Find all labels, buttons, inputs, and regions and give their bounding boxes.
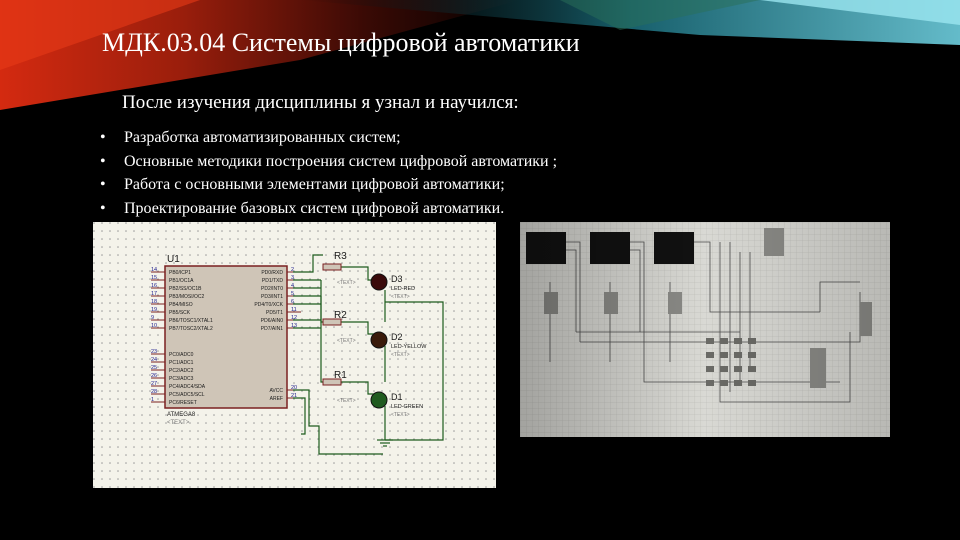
chip-pin-name: PC5/ADC5/SCL [169, 392, 205, 398]
chip-pin-number: 11 [291, 307, 297, 313]
chip-pin-number: 16 [151, 283, 157, 289]
chip-pin-number: 23 [151, 349, 157, 355]
decorative-banner [0, 0, 960, 110]
led-d2 [370, 331, 388, 349]
chip-pin-name: PD3/INT1 [261, 294, 283, 300]
led-d1 [370, 391, 388, 409]
chip-part: ATMEGA8 [167, 412, 196, 418]
chip-pin-name: PD7/AIN1 [261, 326, 283, 332]
chip-pin-name: PD2/INT0 [261, 286, 283, 292]
led-d1-ref: D1 [391, 392, 403, 402]
chip-pin-name: PB5/SCK [169, 310, 191, 316]
chip-pin-name: PC2/ADC2 [169, 368, 194, 374]
bullet-text: Разработка автоматизированных систем; [124, 129, 401, 146]
chip-pin-number: 18 [151, 299, 157, 305]
chip-pin-name: PD5/T1 [266, 310, 283, 316]
bullet-item: • Работа с основными элементами цифровой … [100, 173, 557, 197]
bullet-glyph: • [100, 129, 106, 146]
bullet-text: Проектирование базовых систем цифровой а… [124, 199, 505, 217]
resistor-r2 [322, 318, 342, 326]
chip-pin-number: 25 [151, 365, 157, 371]
chip-pin-name: PB4/MISO [169, 302, 193, 308]
chip-pin-name: PD6/AIN0 [261, 318, 283, 324]
chip-pin-name: PD1/TXD [262, 278, 284, 284]
chip-pin-number: 15 [151, 275, 157, 281]
chip-pin-name: PB2/SS/OC1B [169, 286, 202, 292]
chip-pin-name: PB7/TOSC2/XTAL2 [169, 326, 213, 332]
resistor-r1-ref: R1 [334, 370, 347, 381]
chip-pin-name: PC0/ADC0 [169, 352, 194, 358]
chip-pin-number: 19 [151, 307, 157, 313]
led-d2-ref: D2 [391, 332, 403, 342]
resistor-r1 [322, 378, 342, 386]
led-d2-text: <TEXT> [391, 352, 410, 358]
chip-pin-number: 12 [291, 315, 297, 321]
chip-pin-number: 13 [291, 323, 297, 329]
chip-pin-name: AVCC [269, 388, 283, 394]
ground-icon [377, 439, 393, 447]
bullet-list: • Разработка автоматизированных систем; •… [100, 126, 557, 220]
led-d3-text: <TEXT> [391, 294, 410, 300]
resistor-r2-value: <TEXT> [337, 338, 356, 344]
chip-pin-number: 17 [151, 291, 157, 297]
bullet-glyph: • [100, 176, 106, 193]
chip-pin-number: 14 [151, 267, 157, 273]
bullet-item: • Основные методики построения систем циф… [100, 150, 557, 174]
resistor-r3-ref: R3 [334, 251, 347, 262]
circuit-photo [520, 222, 890, 437]
chip-ref: U1 [167, 254, 180, 265]
led-d3-ref: D3 [391, 274, 403, 284]
bullet-item: • Разработка автоматизированных систем; [100, 126, 557, 150]
chip-pin-name: AREF [270, 396, 283, 402]
led-d2-part: LED-YELLOW [391, 344, 427, 350]
chip-pin-name: PC4/ADC4/SDA [169, 384, 206, 390]
chip-pin-name: PD0/RXD [261, 270, 283, 276]
led-d3 [370, 273, 388, 291]
chip-pin-name: PC6/RESET [169, 400, 197, 406]
chip-pin-number: 9 [151, 315, 154, 321]
bullet-text: Основные методики построения систем цифр… [124, 152, 558, 170]
chip-pin-name: PB1/OC1A [169, 278, 194, 284]
chip-pin-number: 26 [151, 373, 157, 379]
led-d1-text: <TEXT> [391, 412, 410, 418]
chip-pin-name: PC3/ADC3 [169, 376, 194, 382]
bullet-text: Работа с основными элементами цифровой а… [124, 176, 505, 193]
led-d3-part: LED-RED [391, 286, 415, 292]
bullet-item: • Проектирование базовых систем цифровой … [100, 197, 557, 221]
bullet-glyph: • [100, 199, 106, 217]
chip-pin-number: 28 [151, 389, 157, 395]
resistor-r1-value: <TEXT> [337, 398, 356, 404]
chip-pin-name: PB6/TOSC1/XTAL1 [169, 318, 213, 324]
chip-pin-number: 24 [151, 357, 157, 363]
chip-pin-name: PD4/T0/XCK [254, 302, 283, 308]
resistor-r3 [322, 263, 342, 271]
chip-pin-number: 4 [291, 283, 294, 289]
chip-pin-number: 10 [151, 323, 157, 329]
chip-pin-number: 6 [291, 299, 294, 305]
chip-pin-number: 3 [291, 275, 294, 281]
chip-pin-number: 5 [291, 291, 294, 297]
resistor-r3-value: <TEXT> [337, 280, 356, 286]
resistor-r2-ref: R2 [334, 310, 347, 321]
chip-pin-name: PC1/ADC1 [169, 360, 194, 366]
bullet-glyph: • [100, 152, 106, 170]
chip-pin-number: 1 [151, 397, 154, 403]
chip-body [164, 265, 288, 409]
chip-text: <TEXT> [167, 420, 190, 426]
chip-pin-number: 2 [291, 267, 294, 273]
chip-pin-number: 27 [151, 381, 157, 387]
slide-title: МДК.03.04 Системы цифровой автоматики [102, 28, 580, 57]
chip-pin-name: PB0/ICP1 [169, 270, 191, 276]
chip-pin-number: 20 [291, 385, 297, 391]
chip-pin-name: PB3/MOSI/OC2 [169, 294, 205, 300]
led-d1-part: LED-GREEN [391, 404, 423, 410]
wires [293, 254, 444, 455]
chip-pin-number: 21 [291, 393, 297, 399]
slide-subtitle: После изучения дисциплины я узнал и науч… [122, 92, 519, 113]
